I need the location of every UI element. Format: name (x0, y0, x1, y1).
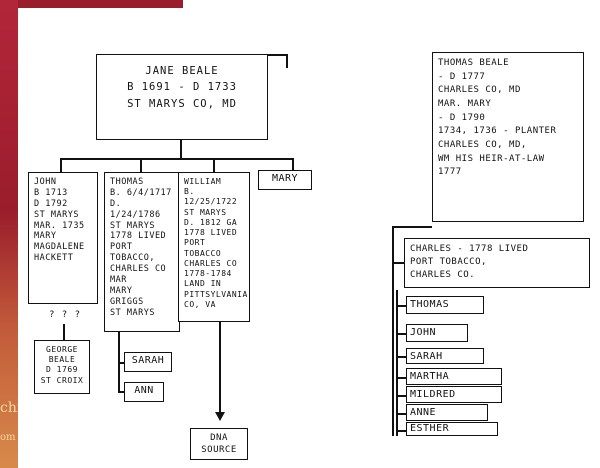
person-thomas: THOMAS b. 6/4/1717 d. 1/24/1786 ST MARYS… (104, 172, 180, 332)
person-anne: ANNE (406, 404, 488, 421)
connector-line (396, 356, 406, 358)
connector-line (180, 140, 182, 158)
person-john: JOHN b 1713 d 1792 ST MARYS MAR. 1735 MA… (28, 172, 98, 304)
connector-line (396, 377, 406, 379)
person-esther: ESTHER (406, 422, 498, 436)
children-bracket (396, 290, 398, 436)
dna-source-box: DNA SOURCE (190, 428, 248, 460)
connector-line (286, 54, 288, 68)
connector-line (268, 54, 286, 56)
person-sarah-jr: SARAH (406, 348, 484, 364)
person-jane-beale: JANE BEALE b 1691 - d 1733 ST MARYS CO, … (96, 54, 268, 140)
family-bracket (392, 226, 394, 436)
connector-line (118, 391, 126, 393)
connector-line (63, 324, 65, 340)
connector-line (396, 395, 406, 397)
person-thomas-jr: THOMAS (406, 296, 484, 314)
sibling-bar (60, 158, 292, 160)
connector-line (396, 430, 406, 432)
connector-line (292, 158, 294, 170)
person-george-beale: GEORGE BEALE d 1769 ST CROIX (34, 340, 90, 394)
connector-line (396, 333, 406, 335)
connector-line (392, 262, 404, 264)
person-william: WILLIAM b. 12/25/1722 ST MARYS d. 1812 G… (178, 172, 250, 322)
person-thomas-beale: THOMAS BEALE - d 1777 CHARLES CO, MD MAR… (432, 52, 584, 222)
background-photo-top (18, 0, 183, 8)
connector-line (60, 158, 62, 172)
person-ann: ANN (124, 382, 164, 402)
person-sarah: SARAH (124, 352, 172, 372)
person-charles: CHARLES - 1778 LIVED PORT TOBACCO, CHARL… (404, 238, 590, 288)
background-photo-strip (0, 0, 18, 468)
arrow-line (219, 322, 221, 414)
person-mary: MARY (258, 170, 312, 190)
connector-line (213, 158, 215, 172)
background-text-1: chi (0, 400, 18, 416)
connector-line (396, 413, 406, 415)
arrowhead (215, 412, 225, 421)
connector-line (392, 226, 432, 228)
unknown-relation-marker: ? ? ? (48, 310, 82, 320)
person-john-jr: JOHN (406, 324, 468, 342)
connector-line (140, 158, 142, 172)
connector-line (118, 362, 126, 364)
connector-line (396, 305, 406, 307)
person-martha: MARTHA (406, 368, 502, 385)
person-mildred: MILDRED (406, 386, 502, 403)
background-text-2: om (0, 432, 16, 443)
